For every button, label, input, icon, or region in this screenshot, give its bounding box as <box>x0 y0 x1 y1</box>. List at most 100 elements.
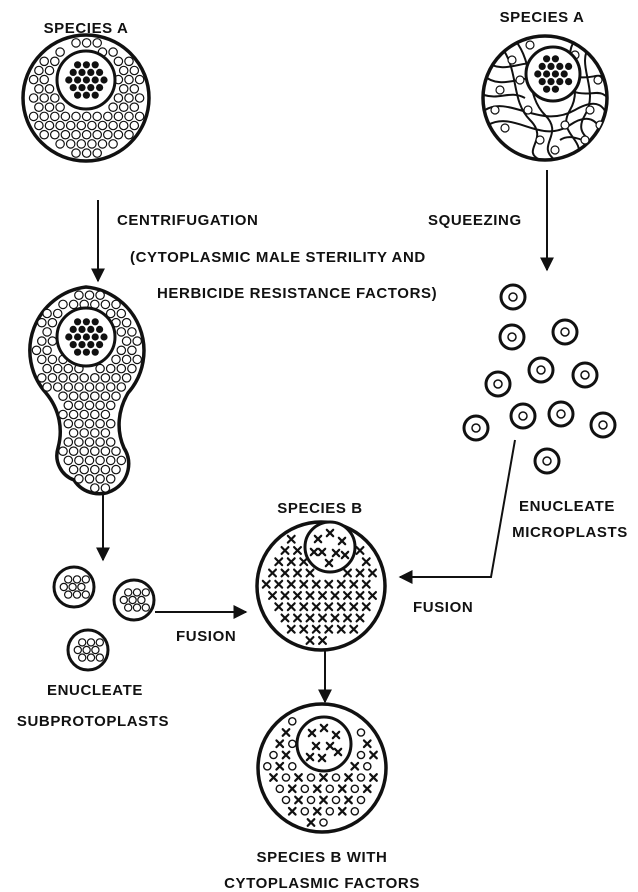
squeezing-label: SQUEEZING <box>428 212 522 229</box>
chromatin-dot <box>556 63 563 70</box>
chromatin-dot <box>92 61 99 68</box>
organelle <box>29 112 37 120</box>
organelle <box>43 383 51 391</box>
chromatin-dot <box>92 318 99 325</box>
organelle <box>133 589 140 596</box>
organelle <box>75 383 83 391</box>
organelle <box>320 819 327 826</box>
chromatin-dot <box>561 70 568 77</box>
chromatin-dot <box>74 61 81 68</box>
organelle <box>92 646 99 653</box>
organelle <box>38 319 46 327</box>
organelle <box>38 374 46 382</box>
organelle <box>75 291 83 299</box>
organelle <box>276 785 283 792</box>
organelle <box>91 465 99 473</box>
organelle <box>357 796 364 803</box>
organelle <box>117 456 125 464</box>
organelle <box>107 420 115 428</box>
centrifugation-label: CENTRIFUGATION <box>117 212 258 229</box>
organelle <box>98 140 106 148</box>
organelle <box>307 774 314 781</box>
organelle <box>107 383 115 391</box>
organelle <box>120 596 127 603</box>
result-label-line-2: CYTOPLASMIC FACTORS <box>224 875 420 892</box>
chromatin-dot <box>92 76 99 83</box>
organelle <box>82 131 90 139</box>
organelle <box>117 328 125 336</box>
organelle <box>48 319 56 327</box>
fusion-left-label: FUSION <box>176 628 236 645</box>
chromatin-dot <box>74 92 81 99</box>
organelle <box>67 140 75 148</box>
enucleate-microplasts <box>464 285 615 473</box>
organelle <box>93 39 101 47</box>
organelle <box>120 85 128 93</box>
chromatin-dot <box>83 349 90 356</box>
organelle <box>74 646 81 653</box>
organelle <box>69 447 77 455</box>
organelle <box>59 392 67 400</box>
organelle <box>80 429 88 437</box>
organelle <box>48 355 56 363</box>
organelle <box>357 751 364 758</box>
chromatin-dot <box>83 333 90 340</box>
organelle <box>508 56 516 64</box>
organelle <box>65 576 72 583</box>
chromatin-dot <box>87 341 94 348</box>
microplast <box>500 325 524 349</box>
chromatin-dot <box>78 69 85 76</box>
organelle <box>357 774 364 781</box>
organelle <box>64 456 72 464</box>
organelle <box>51 131 59 139</box>
chromatin-dot <box>552 55 559 62</box>
organelle <box>82 576 89 583</box>
chromatin-dot <box>96 341 103 348</box>
organelle <box>77 140 85 148</box>
organelle <box>96 654 103 661</box>
microplast <box>529 358 553 382</box>
organelle <box>125 604 132 611</box>
organelle <box>101 374 109 382</box>
organelle <box>91 374 99 382</box>
chromatin-dot <box>543 70 550 77</box>
organelle <box>40 57 48 65</box>
organelle <box>96 475 104 483</box>
chromatin-dot <box>83 76 90 83</box>
organelle <box>38 355 46 363</box>
organelle <box>82 591 89 598</box>
organelle <box>80 447 88 455</box>
organelle <box>114 94 122 102</box>
organelle <box>516 76 524 84</box>
microplast <box>486 372 510 396</box>
organelle <box>133 355 141 363</box>
organelle <box>85 475 93 483</box>
organelle <box>125 112 133 120</box>
organelle <box>56 140 64 148</box>
organelle <box>526 41 534 49</box>
organelle <box>130 121 138 129</box>
chromatin-dot <box>70 84 77 91</box>
chromatin-dot <box>92 349 99 356</box>
organelle <box>551 146 559 154</box>
chromatin-dot <box>96 84 103 91</box>
organelle <box>29 75 37 83</box>
organelle <box>107 401 115 409</box>
microplast <box>511 404 535 428</box>
organelle <box>59 410 67 418</box>
organelle <box>112 447 120 455</box>
organelle <box>122 374 130 382</box>
organelle <box>289 718 296 725</box>
organelle <box>101 392 109 400</box>
organelle <box>29 94 37 102</box>
organelle <box>79 654 86 661</box>
organelle <box>109 121 117 129</box>
result-label-line-1: SPECIES B WITH <box>257 849 388 866</box>
organelle <box>133 604 140 611</box>
organelle <box>112 355 120 363</box>
chromatin-dot <box>78 326 85 333</box>
organelle <box>48 374 56 382</box>
organelle <box>43 328 51 336</box>
species-a-right-label: SPECIES A <box>500 9 585 26</box>
organelle <box>536 136 544 144</box>
